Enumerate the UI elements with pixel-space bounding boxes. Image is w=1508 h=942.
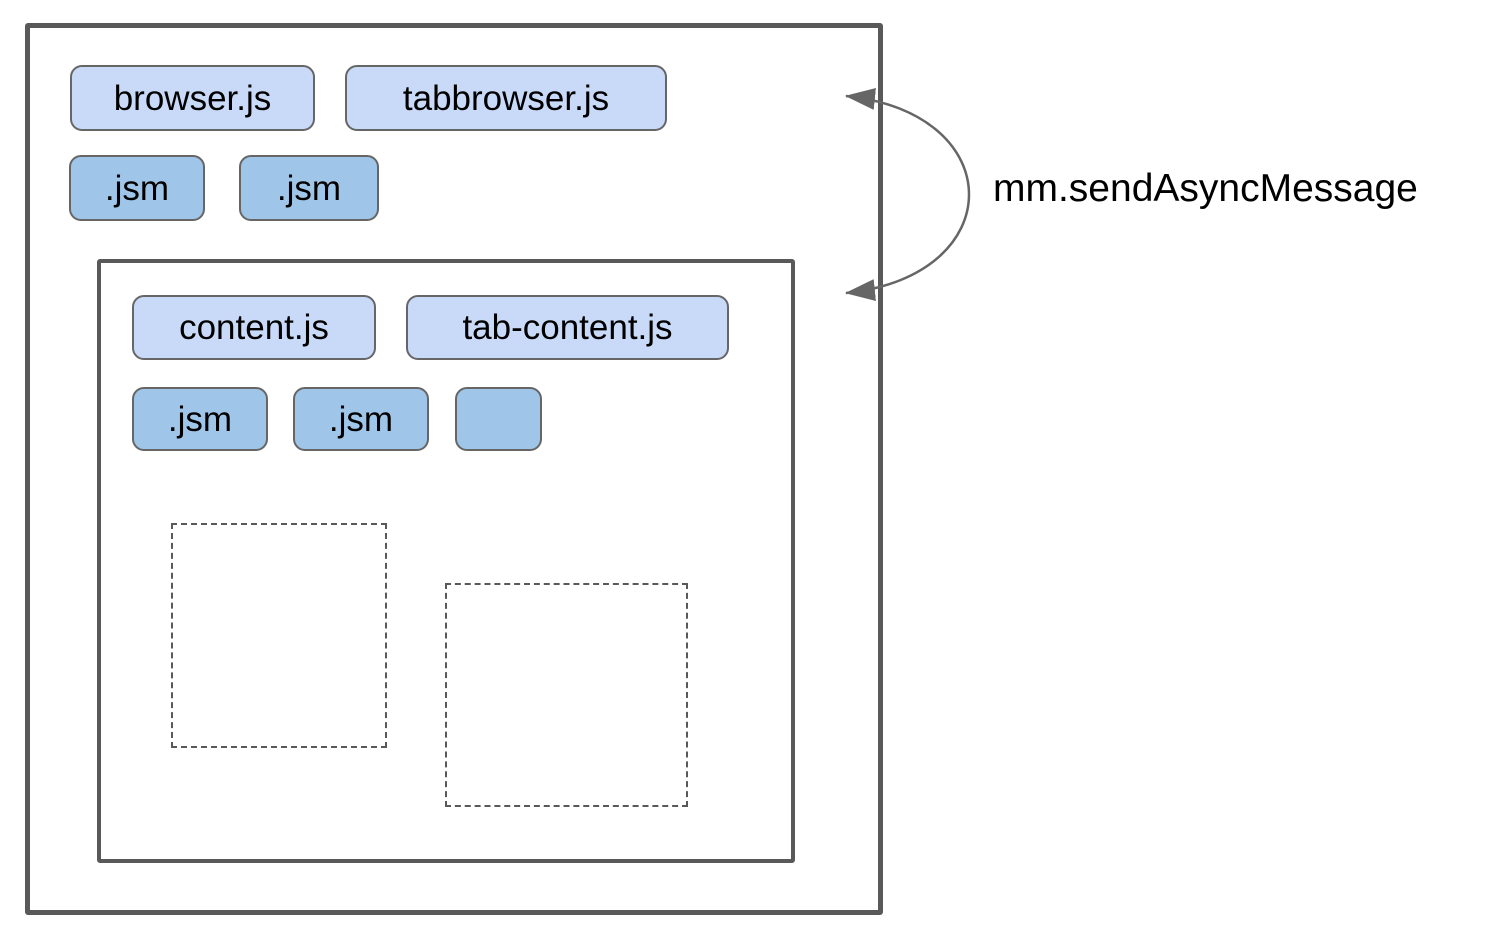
script-pill-browser-js: browser.js: [70, 65, 315, 131]
parent-process-box: [25, 23, 883, 915]
script-pill-tab-content-js: tab-content.js: [406, 295, 729, 360]
script-pill-label: tabbrowser.js: [402, 78, 610, 118]
content-frame-box: [97, 259, 795, 863]
placeholder-dashed-box-1: [171, 523, 387, 748]
module-pill-jsm-4: .jsm: [293, 387, 429, 451]
module-pill-jsm-3: .jsm: [132, 387, 268, 451]
script-pill-label: tab-content.js: [462, 308, 673, 347]
script-pill-label: content.js: [179, 308, 329, 347]
placeholder-dashed-box-2: [445, 583, 688, 807]
script-pill-label: browser.js: [113, 78, 272, 118]
module-pill-unlabeled: [455, 387, 542, 451]
module-pill-jsm-2: .jsm: [239, 155, 379, 221]
module-pill-label: .jsm: [167, 399, 233, 439]
module-pill-label: .jsm: [276, 168, 342, 208]
module-pill-label: .jsm: [104, 168, 170, 208]
script-pill-content-js: content.js: [132, 295, 376, 360]
script-pill-tabbrowser-js: tabbrowser.js: [345, 65, 667, 131]
arrow-label: mm.sendAsyncMessage: [993, 167, 1418, 210]
module-pill-label: .jsm: [328, 399, 394, 439]
module-pill-jsm-1: .jsm: [69, 155, 205, 221]
